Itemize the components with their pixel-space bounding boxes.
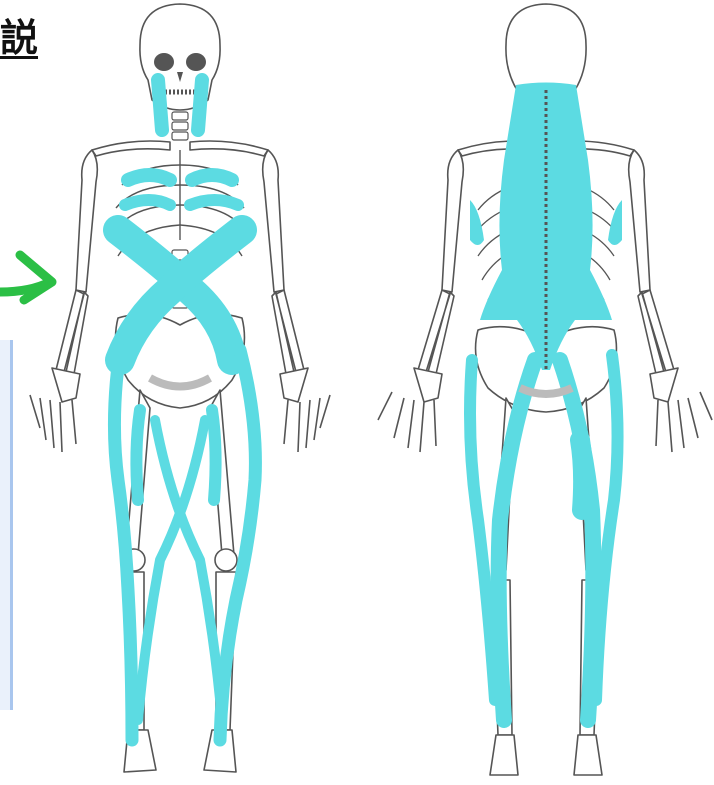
front-muscle-slings (114, 80, 255, 740)
front-clavicle-left (92, 141, 170, 156)
back-humerus-right (629, 150, 650, 292)
front-forearm-left (56, 290, 88, 374)
front-hand-right (280, 368, 330, 452)
front-skull (140, 4, 220, 110)
back-foot-right (574, 735, 602, 775)
front-clavicle-right (190, 141, 268, 156)
front-knee-right (215, 549, 237, 571)
back-hand-left (378, 368, 442, 452)
front-hand-left (30, 368, 80, 452)
front-humerus-right (263, 150, 284, 292)
front-skeleton (30, 4, 330, 772)
back-forearm-left (418, 290, 454, 374)
back-humerus-left (442, 150, 463, 292)
back-hand-right (650, 368, 712, 452)
back-skeleton (378, 4, 712, 775)
back-foot-left (490, 735, 518, 775)
front-humerus-left (76, 150, 97, 292)
back-forearm-right (638, 290, 674, 374)
green-arrow-icon (0, 255, 52, 300)
front-forearm-right (272, 290, 304, 374)
